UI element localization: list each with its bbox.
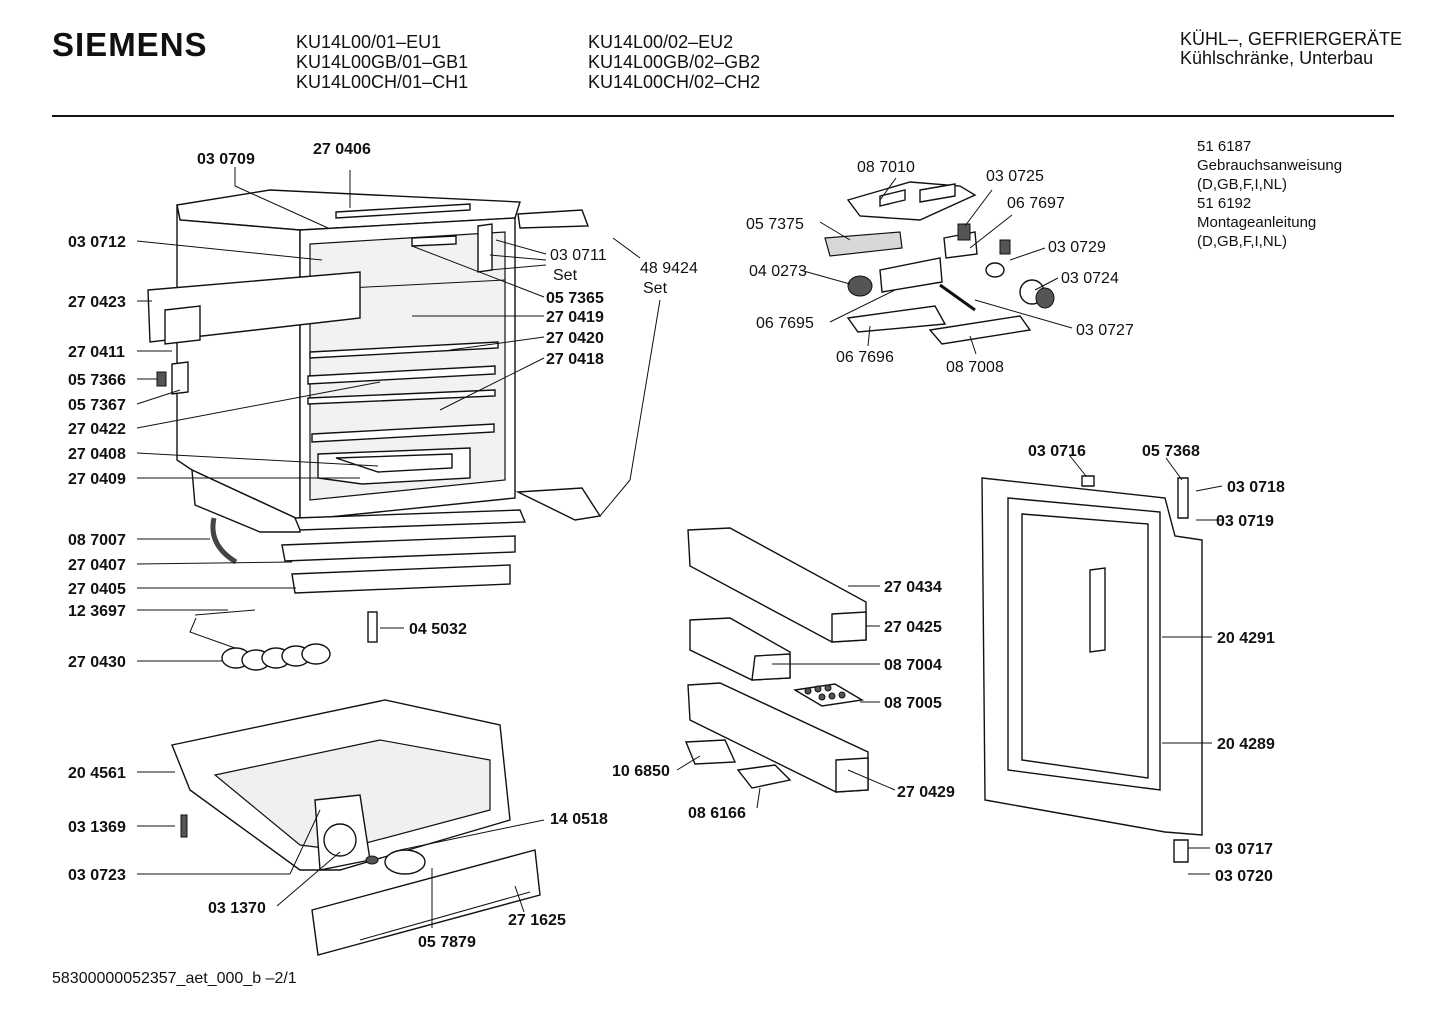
category-subtitle: Kühlschränke, Unterbau xyxy=(1180,48,1374,68)
part-label: 27 0430 xyxy=(68,654,126,671)
category-title: KÜHL–, GEFRIERGERÄTE xyxy=(1180,29,1403,49)
part-label: 06 7695 xyxy=(756,315,814,332)
part-label: 03 0727 xyxy=(1076,322,1134,339)
part-label: 03 0712 xyxy=(68,234,126,251)
part-label: 04 5032 xyxy=(409,621,467,638)
part-label: 27 0406 xyxy=(313,141,371,158)
part-label: 27 0405 xyxy=(68,581,126,598)
part-label: 03 0729 xyxy=(1048,239,1106,256)
document-list: 51 6187 Gebrauchsanweisung (D,GB,F,I,NL)… xyxy=(1197,137,1342,251)
part-label: 05 7879 xyxy=(418,934,476,951)
part-label: 27 0409 xyxy=(68,471,126,488)
part-label: 03 0717 xyxy=(1215,841,1273,858)
set-label: Set xyxy=(643,280,668,297)
part-label: 27 0425 xyxy=(884,619,942,636)
part-label: 27 0418 xyxy=(546,351,604,368)
egg-tray-cups xyxy=(804,684,846,701)
part-label: 10 6850 xyxy=(612,763,670,780)
set-label: Set xyxy=(553,267,578,284)
part-label: 05 7365 xyxy=(546,290,604,307)
part-label: 48 9424 xyxy=(640,260,698,277)
part-label: 03 1370 xyxy=(208,900,266,917)
part-label: 08 7005 xyxy=(884,695,942,712)
part-label: 27 0420 xyxy=(546,330,604,347)
model-list-2: KU14L00/02–EU2 KU14L00GB/02–GB2 KU14L00C… xyxy=(588,32,760,92)
part-label: 20 4291 xyxy=(1217,630,1275,647)
part-label: 27 1625 xyxy=(508,912,566,929)
leader-lines xyxy=(136,167,1223,928)
part-label: 27 0407 xyxy=(68,557,126,574)
model-number: KU14L00/02–EU2 xyxy=(588,32,734,52)
part-label: 03 1369 xyxy=(68,819,126,836)
brand-logo: SIEMENS xyxy=(52,26,208,63)
model-list-1: KU14L00/01–EU1 KU14L00GB/01–GB1 KU14L00C… xyxy=(296,32,468,92)
drip-tray-parts xyxy=(189,509,527,671)
part-label: 06 7696 xyxy=(836,349,894,366)
part-label: 03 0719 xyxy=(1216,513,1274,530)
model-number: KU14L00/01–EU1 xyxy=(296,32,442,52)
part-label: 03 0711 xyxy=(550,247,607,264)
part-label: 12 3697 xyxy=(68,603,126,620)
heater-coil xyxy=(221,643,331,671)
doc-languages: (D,GB,F,I,NL) xyxy=(1197,233,1288,250)
doc-title: Gebrauchsanweisung xyxy=(1197,157,1343,174)
doc-number: 51 6187 xyxy=(1197,138,1252,155)
part-label: 27 0434 xyxy=(884,579,942,596)
model-number: KU14L00CH/02–CH2 xyxy=(588,72,761,92)
model-number: KU14L00CH/01–CH1 xyxy=(296,72,469,92)
doc-title: Montageanleitung xyxy=(1197,214,1317,231)
door-handle xyxy=(147,271,361,395)
part-label: 05 7366 xyxy=(68,372,126,389)
model-number: KU14L00GB/02–GB2 xyxy=(588,52,761,72)
part-labels: 03 0709 27 0406 03 0712 03 0711 Set 48 9… xyxy=(68,141,1285,951)
product-category: KÜHL–, GEFRIERGERÄTE Kühlschränke, Unter… xyxy=(1180,30,1402,68)
part-label: 27 0429 xyxy=(897,784,955,801)
door-shelves xyxy=(684,527,869,793)
part-label: 27 0422 xyxy=(68,421,126,438)
fridge-cabinet xyxy=(176,189,602,533)
part-label: 05 7375 xyxy=(746,216,804,233)
part-label: 08 6166 xyxy=(688,805,746,822)
footer-document-code: 58300000052357_aet_000_b –2/1 xyxy=(52,970,297,987)
part-label: 27 0419 xyxy=(546,309,604,326)
part-label: 20 4289 xyxy=(1217,736,1275,753)
part-label: 03 0725 xyxy=(986,168,1044,185)
part-label: 27 0408 xyxy=(68,446,126,463)
part-label: 03 0720 xyxy=(1215,868,1273,885)
doc-number: 51 6192 xyxy=(1197,195,1252,212)
part-label: 03 0724 xyxy=(1061,270,1119,287)
part-label: 27 0423 xyxy=(68,294,126,311)
part-label: 04 0273 xyxy=(749,263,807,280)
part-label: 03 0716 xyxy=(1028,443,1086,460)
fridge-door xyxy=(981,475,1203,863)
thermostat-group xyxy=(824,181,1055,345)
part-label: 08 7007 xyxy=(68,532,126,549)
part-label: 03 0718 xyxy=(1227,479,1285,496)
part-label: 03 0723 xyxy=(68,867,126,884)
part-label: 08 7010 xyxy=(857,159,915,176)
part-label: 27 0411 xyxy=(68,344,125,361)
part-label: 20 4561 xyxy=(68,765,126,782)
model-number: KU14L00GB/01–GB1 xyxy=(296,52,469,72)
base-frame xyxy=(171,699,541,956)
header-divider xyxy=(52,115,1394,117)
part-label: 05 7367 xyxy=(68,397,126,414)
part-label: 06 7697 xyxy=(1007,195,1065,212)
part-label: 03 0709 xyxy=(197,151,255,168)
part-label: 08 7004 xyxy=(884,657,942,674)
part-label: 14 0518 xyxy=(550,811,608,828)
part-label: 05 7368 xyxy=(1142,443,1200,460)
doc-languages: (D,GB,F,I,NL) xyxy=(1197,176,1288,193)
part-label: 08 7008 xyxy=(946,359,1004,376)
